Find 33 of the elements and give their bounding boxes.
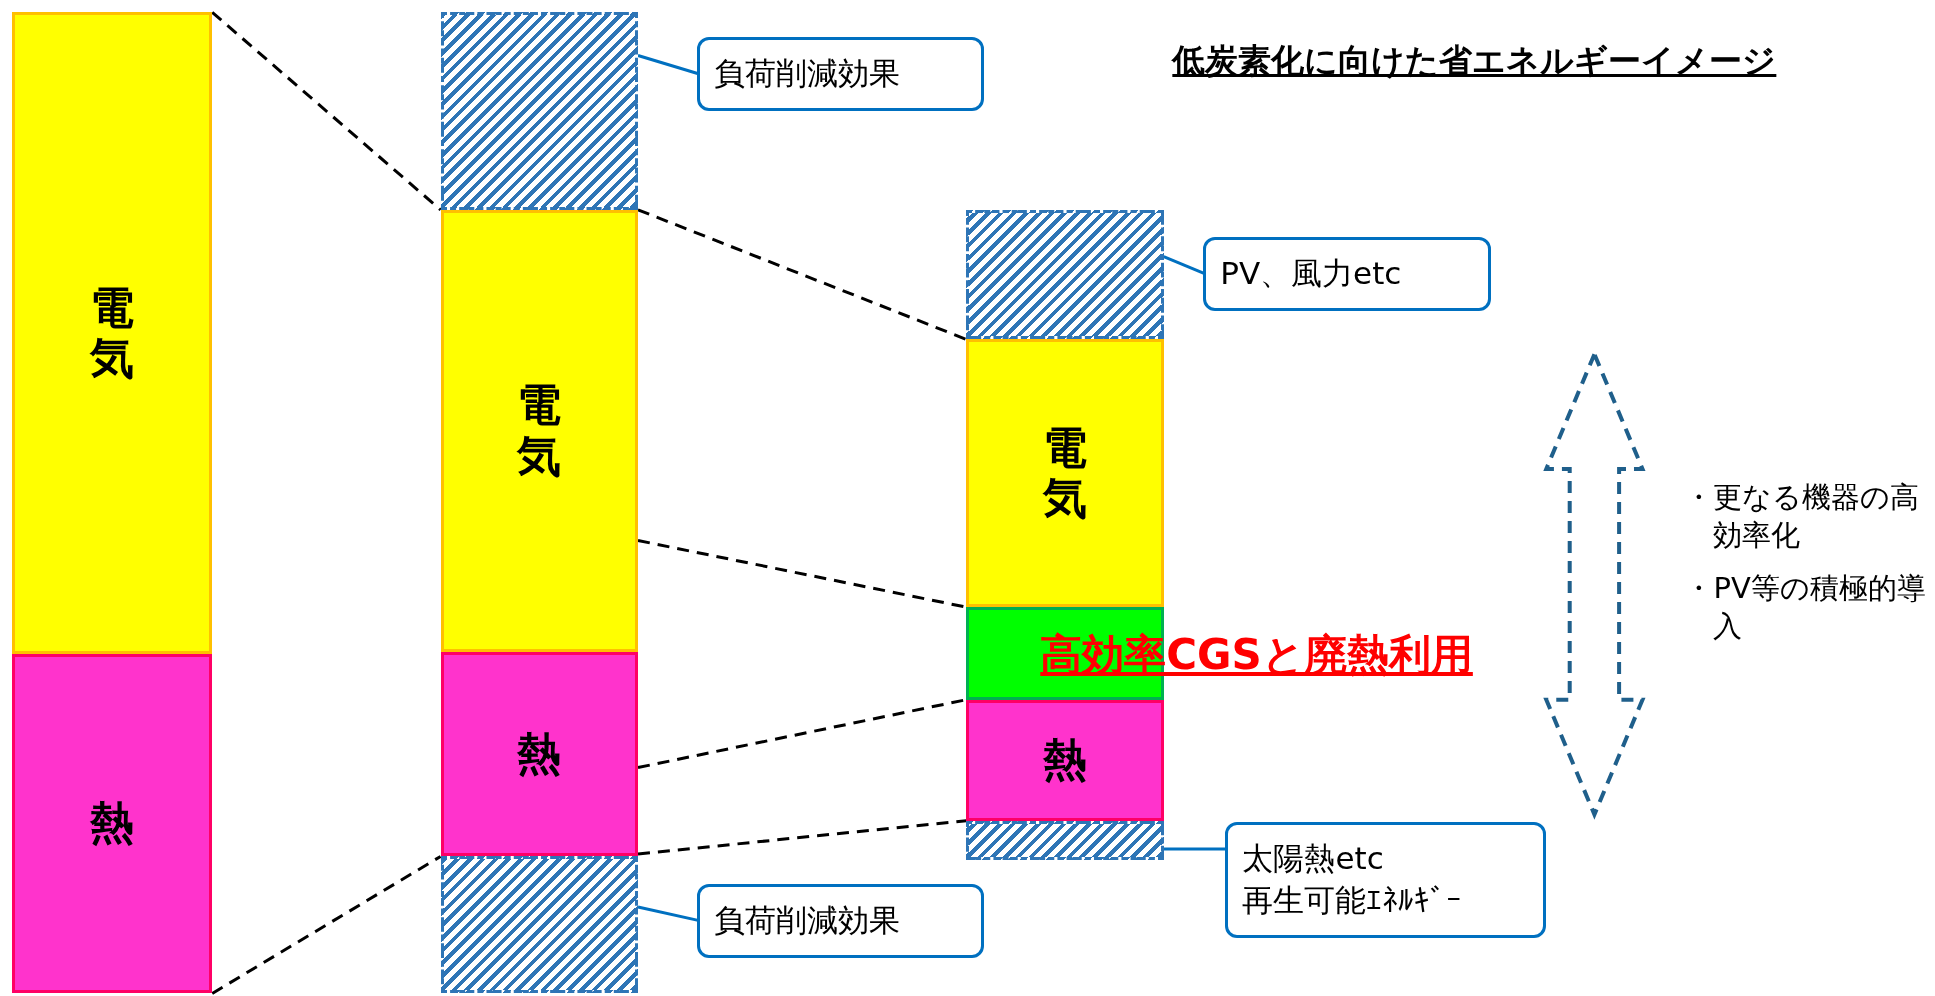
callout-text: 負荷削減効果 <box>714 54 901 94</box>
callout-text: PV、風力etc <box>1220 253 1402 293</box>
note-text: ・PV等の積極的導入 <box>1684 570 1927 645</box>
bar-segment <box>12 654 213 994</box>
callout-text: 負荷削減効果 <box>714 900 901 940</box>
callout-box <box>1203 236 1491 311</box>
callout-box <box>697 37 984 112</box>
bar-segment <box>966 607 1164 700</box>
connector-line <box>211 11 442 211</box>
segment-label: 熱 <box>516 728 563 780</box>
callout-text: 太陽熱etc <box>1242 838 1384 878</box>
segment-label: 熱 <box>1042 734 1088 786</box>
segment-label: 熱 <box>89 798 136 849</box>
bar-segment <box>966 339 1164 608</box>
connector-line <box>211 855 442 995</box>
hatched-segment <box>440 856 638 994</box>
note-text: ・更なる機器の高効率化 <box>1684 478 1921 554</box>
callout-text: 再生可能ｴﾈﾙｷﾞｰ <box>1242 880 1463 920</box>
bar-segment <box>966 699 1164 821</box>
hatched-segment <box>966 209 1164 340</box>
segment-label: 電気 <box>89 282 136 384</box>
segment-label: 電気 <box>516 380 563 482</box>
bar-segment <box>440 209 638 652</box>
callout-box <box>1225 821 1547 938</box>
hatched-segment <box>966 820 1164 861</box>
callout-box <box>697 883 984 958</box>
connector-line <box>637 539 967 609</box>
bar-segment <box>12 12 213 655</box>
hatched-segment <box>440 12 638 210</box>
bar-segment <box>440 651 638 857</box>
connector-line <box>637 819 967 856</box>
title: 低炭素化に向けた省エネルギーイメージ <box>1172 40 1777 83</box>
segment-label: 電気 <box>1041 422 1088 524</box>
